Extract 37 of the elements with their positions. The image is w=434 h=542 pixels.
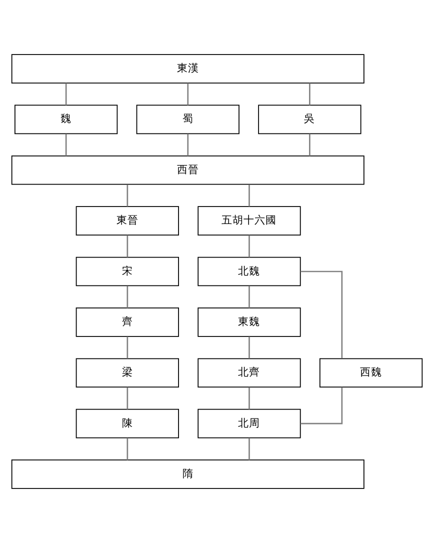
connector [309, 82, 310, 105]
node-box: 宋 [76, 256, 179, 286]
node-box: 梁 [76, 358, 179, 388]
connector [248, 437, 250, 460]
connector [248, 285, 250, 308]
node-box: 西晉 [11, 154, 364, 184]
node-box: 北周 [198, 408, 301, 438]
connector [187, 133, 189, 156]
node-box: 陳 [76, 408, 179, 438]
connector [126, 285, 128, 308]
node-box: 東魏 [198, 307, 301, 336]
connector [126, 386, 128, 409]
node-box: 東漢 [11, 54, 364, 83]
node-box: 北魏 [198, 256, 301, 286]
connector [300, 386, 343, 424]
connector [126, 336, 128, 358]
node-box: 五胡十六國 [198, 206, 301, 235]
node-box: 隋 [11, 459, 364, 488]
node-box: 齊 [76, 307, 179, 336]
connector [248, 386, 250, 409]
connector [126, 184, 128, 206]
node-box: 魏 [14, 104, 118, 134]
connector [126, 234, 128, 257]
connector [248, 336, 250, 358]
connector [187, 82, 189, 105]
connector [300, 270, 343, 358]
connector [126, 437, 128, 460]
connector [309, 133, 310, 156]
node-box: 蜀 [136, 104, 240, 134]
connector [65, 133, 67, 156]
node-box: 北齊 [198, 358, 301, 388]
node-box: 東晉 [76, 206, 179, 235]
node-box: 吳 [258, 104, 362, 134]
connector [65, 82, 67, 105]
connector [248, 234, 250, 257]
node-box: 西魏 [319, 358, 423, 388]
connector [248, 184, 250, 206]
